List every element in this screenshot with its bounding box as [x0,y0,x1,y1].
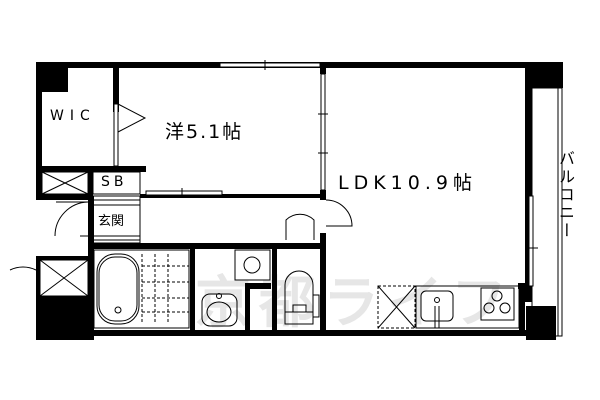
room-label-sb: SB [101,174,128,190]
bottom-wall [88,330,528,336]
room-label-wic: WIC [50,108,96,124]
room-label-western: 洋5.1帖 [165,121,244,143]
room-label-balcony: バルコニー [556,150,575,240]
left-wall-upper [36,62,42,194]
room-label-ldk: LDK10.9帖 [338,172,477,194]
room-label-entrance: 玄関 [98,210,125,229]
